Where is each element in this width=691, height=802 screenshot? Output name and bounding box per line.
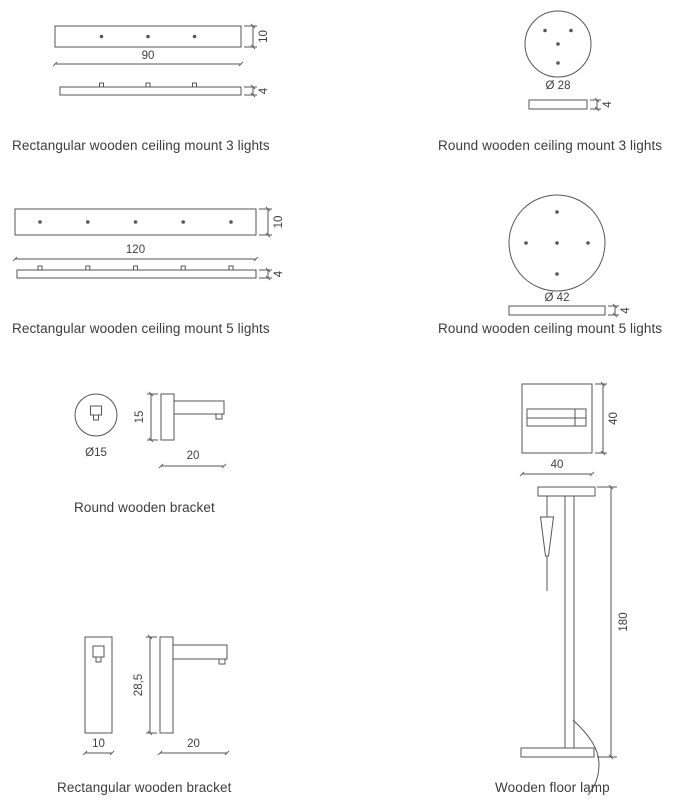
socket-icon [90, 405, 102, 421]
dim-height: 180 [597, 484, 630, 760]
bracket-socket-side-view [218, 658, 226, 665]
caption-rect-mount-5: Rectangular wooden ceiling mount 5 light… [12, 321, 270, 336]
caption-floor-lamp: Wooden floor lamp [495, 780, 610, 795]
mount-holes [38, 220, 233, 224]
dim-width: 90 [52, 50, 244, 67]
dim-head-width-label: 40 [551, 459, 564, 471]
dim-plate-height: 15 [134, 391, 158, 443]
dim-plate-height-label: 15 [134, 411, 146, 424]
mount-top-view [14, 208, 257, 236]
dim-width-label: 90 [142, 50, 155, 62]
mount-holes [543, 28, 573, 65]
dim-depth: 20 [158, 450, 227, 469]
dim-side-height: 4 [244, 84, 270, 98]
dim-depth-label: 20 [187, 738, 200, 750]
dim-thickness: 10 [259, 206, 285, 238]
dim-thickness: 10 [244, 23, 270, 50]
mount-side-nubs [99, 82, 197, 88]
caption-round-bracket: Round wooden bracket [74, 500, 215, 515]
dim-width: 10 [82, 738, 115, 756]
drawing-round-mount-3: Ø 28 4 [524, 10, 614, 112]
bracket-plate-side-view [159, 636, 174, 734]
dim-diameter-label: Ø15 [85, 447, 107, 459]
dim-depth: 20 [157, 738, 230, 756]
mount-holes [99, 34, 197, 39]
dim-head-width: 40 [519, 459, 595, 477]
dim-side-height: 4 [590, 97, 614, 112]
caption-rect-bracket: Rectangular wooden bracket [57, 780, 232, 795]
lamp-head-front-view [521, 383, 593, 454]
drawing-rect-mount-3: 10 90 4 [52, 23, 270, 98]
lamp-head-detail [526, 408, 587, 427]
lamp-base [520, 747, 595, 758]
dim-head-height-label: 40 [608, 412, 620, 425]
dim-side-height: 4 [259, 267, 285, 281]
mount-top-view [524, 10, 592, 78]
caption-round-mount-5: Round wooden ceiling mount 5 lights [438, 321, 663, 336]
pendant-shade [539, 516, 555, 557]
drawing-rect-bracket: 10 28,5 20 [82, 634, 230, 756]
mount-holes [524, 210, 590, 276]
dim-width-label: 120 [126, 244, 145, 256]
dim-diameter-label: Ø 42 [545, 292, 570, 304]
mount-top-view [54, 25, 242, 48]
drawing-floor-lamp: 40 40 180 [519, 381, 630, 796]
mount-side-view [508, 305, 606, 316]
bracket-socket-side-view [215, 413, 223, 420]
dim-side-label: 4 [273, 270, 285, 277]
mount-side-nubs [37, 265, 234, 271]
dim-side-label: 4 [258, 87, 270, 94]
dim-thickness-label: 10 [258, 30, 270, 43]
dim-width-label: 10 [92, 738, 105, 750]
caption-rect-mount-3: Rectangular wooden ceiling mount 3 light… [12, 138, 270, 153]
dim-head-height: 40 [595, 381, 620, 456]
dim-thickness-label: 10 [273, 216, 285, 229]
power-cord [572, 719, 600, 796]
dim-height: 28,5 [133, 634, 157, 736]
drawing-round-mount-5: Ø 42 4 [508, 194, 632, 318]
lamp-top-arm [537, 486, 596, 497]
bracket-front-view [84, 636, 113, 734]
dim-height-label: 28,5 [133, 674, 145, 696]
mount-side-view [59, 86, 242, 96]
bracket-arm-side-view [173, 400, 225, 415]
dim-diameter-label: Ø 28 [546, 80, 571, 92]
mount-side-view [16, 269, 257, 279]
mount-top-view [508, 194, 606, 292]
dim-height-label: 180 [618, 612, 630, 631]
socket-icon [92, 645, 105, 663]
mount-side-view [528, 99, 588, 110]
dim-depth-label: 20 [187, 450, 200, 462]
dim-width: 120 [12, 244, 259, 262]
bracket-arm-side-view [172, 644, 228, 660]
dim-side-label: 4 [602, 101, 614, 108]
drawing-round-bracket: Ø15 15 20 [74, 391, 227, 469]
caption-round-mount-3: Round wooden ceiling mount 3 lights [438, 138, 663, 153]
dim-side-height: 4 [608, 303, 632, 318]
bracket-plate-side-view [160, 393, 175, 441]
bracket-front-view [74, 393, 118, 437]
drawing-rect-mount-5: 10 120 4 [12, 206, 285, 281]
lamp-pole [564, 495, 575, 749]
dim-side-label: 4 [620, 307, 632, 314]
